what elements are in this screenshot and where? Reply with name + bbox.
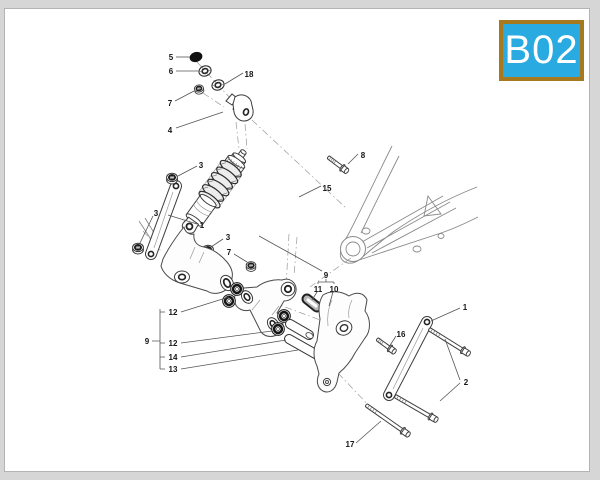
callout-7-mid: 7: [227, 248, 232, 257]
right-linkage-arm: [383, 316, 433, 401]
bolt-2-upper: [428, 327, 471, 357]
callout-9-left: 9: [145, 337, 150, 346]
callout-10: 10: [330, 285, 339, 294]
bearing-12: [221, 293, 237, 309]
washer-18: [209, 77, 227, 93]
callout-4: 4: [168, 126, 173, 135]
nut-3-left: [131, 242, 145, 255]
callout-11: 11: [314, 285, 323, 294]
washer-6: [196, 63, 214, 79]
callout-15: 15: [323, 184, 332, 193]
callout-12-lower: 12: [169, 339, 178, 348]
shock-top-cap: [189, 51, 203, 63]
nut-7-mid: [245, 260, 257, 273]
bolt-2-lower: [394, 394, 439, 423]
diagram-code: B02: [504, 28, 579, 72]
bearing-12: [229, 281, 245, 297]
shock-absorber: [181, 149, 247, 234]
callout-18: 18: [245, 70, 254, 79]
callout-7-top: 7: [168, 99, 173, 108]
diagram-code-badge[interactable]: B02: [499, 20, 584, 81]
callout-13: 13: [169, 365, 178, 374]
swingarm-outline: [138, 145, 479, 264]
nut-3-upper: [165, 172, 179, 185]
bearing-12: [270, 321, 286, 337]
upper-mount-clevis: [225, 93, 254, 122]
callout-labels: 5 6 18 7 4 8 15 3 3 1 3 7 9 12 12 14 13 …: [145, 53, 469, 449]
left-mount-bracket: [160, 226, 234, 294]
bushing-11: [301, 293, 323, 313]
callout-8: 8: [361, 151, 366, 160]
callout-5: 5: [169, 53, 174, 62]
callout-2: 2: [464, 378, 469, 387]
callout-17: 17: [346, 440, 355, 449]
callout-leaders: [139, 56, 461, 444]
bolt-8: [327, 155, 350, 174]
callout-14: 14: [169, 353, 178, 362]
callout-3-mid: 3: [226, 233, 231, 242]
callout-6: 6: [169, 67, 174, 76]
bolt-17: [365, 403, 411, 438]
callout-3-upper: 3: [199, 161, 204, 170]
callout-1-left: 1: [200, 221, 205, 230]
callout-1-right: 1: [463, 303, 468, 312]
callout-12-upper: 12: [169, 308, 178, 317]
bolt-16: [376, 337, 397, 355]
callout-9-right: 9: [324, 271, 329, 280]
callout-3-left: 3: [154, 209, 159, 218]
callout-16: 16: [397, 330, 406, 339]
spacer-14: [285, 319, 314, 340]
frame-bracket: [313, 291, 370, 393]
left-linkage-arm: [145, 180, 182, 260]
